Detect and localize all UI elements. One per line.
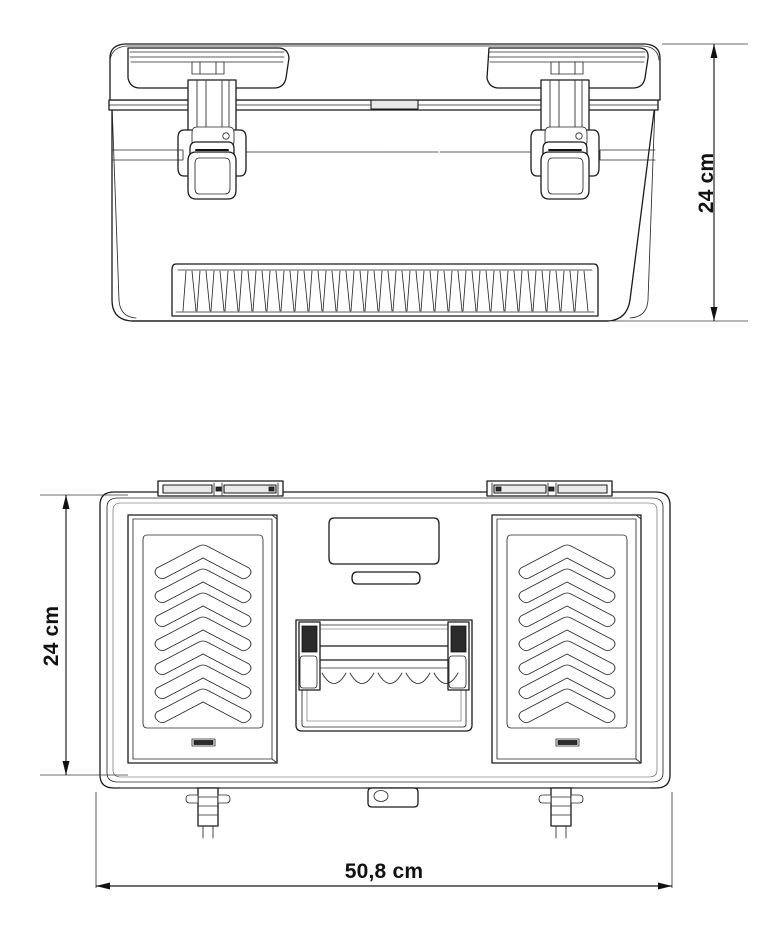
arrowhead-top [710, 44, 718, 58]
arrowhead-plan-top [62, 495, 70, 509]
top-plan-view [99, 480, 671, 839]
plan-outer-shell-inner [106, 497, 664, 783]
plan-carrying-handle [295, 619, 473, 732]
arrowhead-width-right [658, 882, 672, 890]
arrowhead-bottom [710, 307, 718, 321]
dimension-depth-top: 24 cm [40, 494, 128, 776]
dimension-width-top: 50,8 cm [95, 792, 673, 890]
grip-ribs [182, 270, 589, 312]
body-right-shoulder [599, 149, 656, 161]
body-right-taper [629, 103, 656, 319]
arrowhead-plan-bottom [62, 761, 70, 775]
dimension-label-height-front: 24 cm [695, 153, 718, 214]
lid-hinge-cap-right [486, 47, 649, 89]
handle-finger-scallops [321, 672, 459, 684]
plan-outer-shell-inner2 [112, 502, 658, 778]
latch-left [177, 79, 247, 200]
arrowhead-width-left [96, 882, 110, 890]
plan-centre-slot [351, 571, 421, 585]
plan-hinge-left [157, 480, 284, 497]
dimension-height-front: 24 cm [612, 43, 748, 322]
chevron-group-right [518, 544, 616, 724]
plan-padlock-tab [367, 787, 419, 808]
chevron-group-left [154, 544, 252, 724]
plan-latch-body-right [538, 787, 584, 839]
lid-hinge-cap-left [127, 47, 290, 89]
plan-latch-body-left [185, 787, 231, 839]
ribbed-grip-panel [171, 263, 599, 317]
latch-right [530, 79, 600, 200]
lid-inner-edge [109, 45, 660, 61]
dimension-label-width-top: 50,8 cm [345, 860, 423, 883]
plan-hinge-right [486, 480, 613, 497]
front-elevation-view [108, 43, 661, 322]
plan-label-plate [328, 517, 440, 565]
body-left-taper [111, 103, 137, 319]
dimension-label-depth-top: 24 cm [40, 606, 63, 667]
body-left-shoulder [111, 149, 184, 161]
plan-lid-panel-left [127, 514, 278, 764]
plan-lid-panel-right [491, 514, 642, 764]
